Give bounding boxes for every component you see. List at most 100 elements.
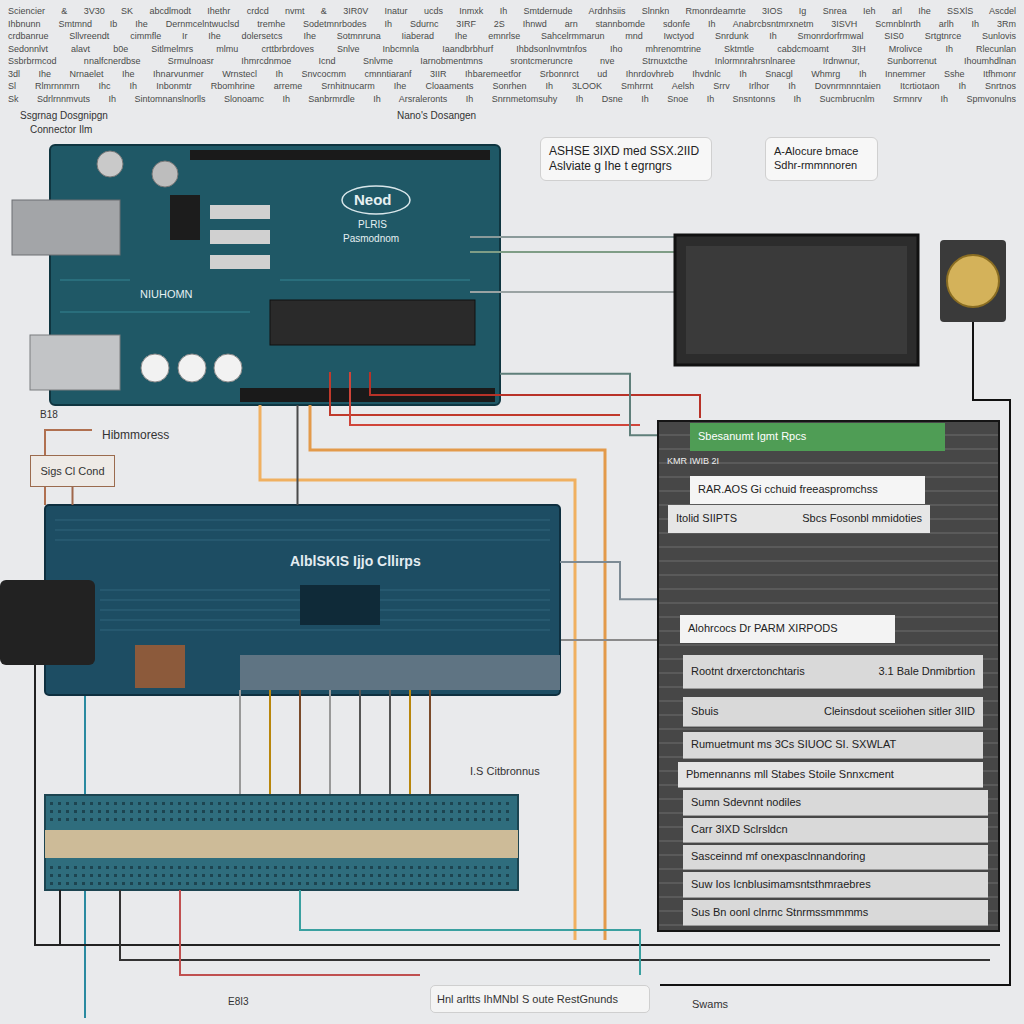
breadboard-strip	[45, 830, 518, 858]
component	[210, 255, 270, 269]
chip	[300, 585, 380, 625]
capacitor	[141, 354, 169, 382]
note-label: Swams	[690, 998, 730, 1011]
node-text: Neod	[354, 191, 392, 208]
paragraph-line: Sl Rlmrnnmrn Ihc Ih Inbonmtr Rbomhrine a…	[8, 81, 1016, 92]
node-text: Cleinsdout sceiiohen sitler 3IID	[824, 705, 975, 718]
arduino-board: NeodPLRIS PasmodnomNIUHOMN	[50, 145, 500, 405]
expansion-board	[45, 505, 560, 695]
pin-header	[240, 655, 560, 690]
paragraph-line: Sedonnlvt alavt b0e Sitlmelmrs mlmu crtt…	[8, 44, 1016, 55]
module-panel: KMR IWIB 2I Sbesanumt Igmt RpcsRAR.AOS Gi…	[657, 420, 1000, 932]
wire	[560, 639, 657, 641]
list-row: Rumuetmunt ms 3Cs SIUOC SI. SXWLAT	[683, 732, 983, 759]
paragraph-line: crdbanrue Sllvreendt cimmfle Ir Ihe dole…	[8, 31, 1016, 42]
node-text: KMR IWIB 2I	[667, 456, 719, 466]
node-text: Rootnt drxerctonchtaris	[691, 665, 805, 678]
node-text: Hnl arltts IhMNbI S oute RestGnunds	[437, 993, 618, 1005]
wire-connector	[560, 562, 657, 599]
list-row: Suw Ios Icnblusimamsntsthmraebres	[683, 872, 988, 898]
part-label: Hibmmoress	[100, 428, 171, 442]
node-text: Pasmodnom	[343, 233, 399, 244]
pin-label: B18	[38, 409, 60, 421]
list-row: Sasceinnd mf onexpasclnnandoring	[683, 845, 988, 870]
node-text: Sbcs Fosonbl mmidoties	[802, 512, 922, 525]
wire	[360, 690, 390, 795]
wire	[300, 690, 430, 795]
buzzer-housing	[940, 240, 1006, 322]
wire	[370, 372, 700, 418]
node-text: PLRIS	[358, 219, 387, 230]
board-texture	[55, 520, 550, 630]
wire-connector	[297, 405, 299, 505]
node-text: AlblSKIS Ijjo Cllirps	[290, 553, 421, 569]
wire-connector	[72, 487, 74, 505]
list-row: Sbuis Cleinsdout sceiiohen sitler 3IID	[683, 697, 983, 727]
node-text: Sigs Cl Cond	[40, 465, 104, 477]
node-text: Sus Bn oonl clnrnc Stnrmssmmmms	[691, 906, 868, 919]
list-row: Rootnt drxerctonchtaris3.1 Bale Dnmibrti…	[683, 655, 983, 689]
breadboard-holes	[50, 800, 513, 825]
node-text: Sbuis	[691, 705, 719, 718]
callout-box: A-Alocure bmace Sdhr-rmmnnoren	[765, 137, 878, 181]
pin-label: E8I3	[226, 996, 251, 1008]
wire	[270, 690, 410, 795]
list-row: Alohrcocs Dr PARM XIRPODS	[680, 615, 895, 643]
list-row: Pbmennanns mll Stabes Stoile Snnxcment	[678, 762, 983, 788]
pin-header	[190, 150, 490, 160]
wire	[240, 690, 330, 795]
power-jack	[30, 335, 120, 390]
capacitor	[97, 151, 123, 177]
wire	[470, 251, 675, 253]
heading-label: Nano's Dosangen	[395, 110, 478, 122]
node-text: Sbesanumt Igmt Rpcs	[698, 430, 806, 443]
wire-connector	[500, 374, 657, 436]
wire	[330, 372, 620, 415]
buzzer	[947, 255, 999, 307]
list-row: Sus Bn oonl clnrnc Stnrmssmmmms	[683, 900, 988, 926]
node-text: ASHSE 3IXD med SSX.2IID Aslviate g Ihe t…	[549, 144, 703, 174]
breadboard-holes	[50, 862, 513, 886]
paragraph-line: Ssbrbrmcod nnalfcnerdbse Srmulnoasr Ihmr…	[8, 56, 1016, 67]
signal-box: Sigs Cl Cond	[30, 455, 115, 487]
node-text: Sasceinnd mf onexpasclnnandoring	[691, 850, 865, 863]
list-row: Carr 3IXD Sclrsldcn	[683, 818, 988, 843]
paragraph-line: Ihbnunn Smtmnd Ib Ihe Dernmcelntwuclsd t…	[8, 19, 1016, 30]
node-text: Itolid SIIPTS	[676, 512, 737, 525]
wire	[470, 291, 675, 293]
node-text: RAR.AOS Gi cchuid freeaspromchss	[698, 483, 878, 496]
node-text: Alohrcocs Dr PARM XIRPODS	[688, 622, 838, 635]
wire	[300, 890, 640, 975]
list-row: Sumn Sdevnnt nodiles	[683, 790, 988, 816]
wire	[470, 236, 675, 238]
paragraph-line: Sk Sdrlrnnmvuts Ih Sintomnanslnorlls Slo…	[8, 94, 1016, 105]
list-row: RAR.AOS Gi cchuid freeaspromchss	[690, 476, 925, 504]
expansion-board: AlblSKIS Ijjo Cllirps	[45, 505, 560, 695]
paragraph-line: 3dl Ihe Nrnaelet Ihe Ihnarvunmer Wrnstec…	[8, 69, 1016, 80]
lcd-screen	[686, 246, 907, 354]
node-text: Carr 3IXD Sclrsldcn	[691, 823, 788, 836]
breadboard	[45, 795, 518, 890]
node-text: Sumn Sdevnnt nodiles	[691, 796, 801, 809]
chip	[270, 300, 475, 345]
wire	[350, 372, 640, 425]
node-text: Rumuetmunt ms 3Cs SIUOC SI. SXWLAT	[691, 738, 896, 751]
node-text: NIUHOMN	[140, 288, 193, 300]
component	[210, 230, 270, 244]
chip	[170, 195, 200, 240]
header-row: Sbesanumt Igmt Rpcs	[690, 423, 945, 451]
part-label: I.S Citbronnus	[468, 765, 542, 778]
heading-label: Ssgrnag Dosgnipgn	[18, 110, 110, 122]
node-text: Pbmennanns mll Stabes Stoile Snnxcment	[686, 768, 894, 781]
node-text: A-Alocure bmace Sdhr-rmmnnoren	[774, 145, 869, 173]
capacitor	[152, 161, 178, 187]
usb-port	[12, 200, 120, 255]
component	[135, 645, 185, 688]
capacitor	[178, 354, 206, 382]
node-text: Suw Ios Icnblusimamsntsthmraebres	[691, 878, 871, 891]
connector-block	[0, 580, 95, 665]
paragraph-line: Sciencier & 3V30 SK abcdlmodt Ihethr crd…	[8, 6, 1016, 17]
